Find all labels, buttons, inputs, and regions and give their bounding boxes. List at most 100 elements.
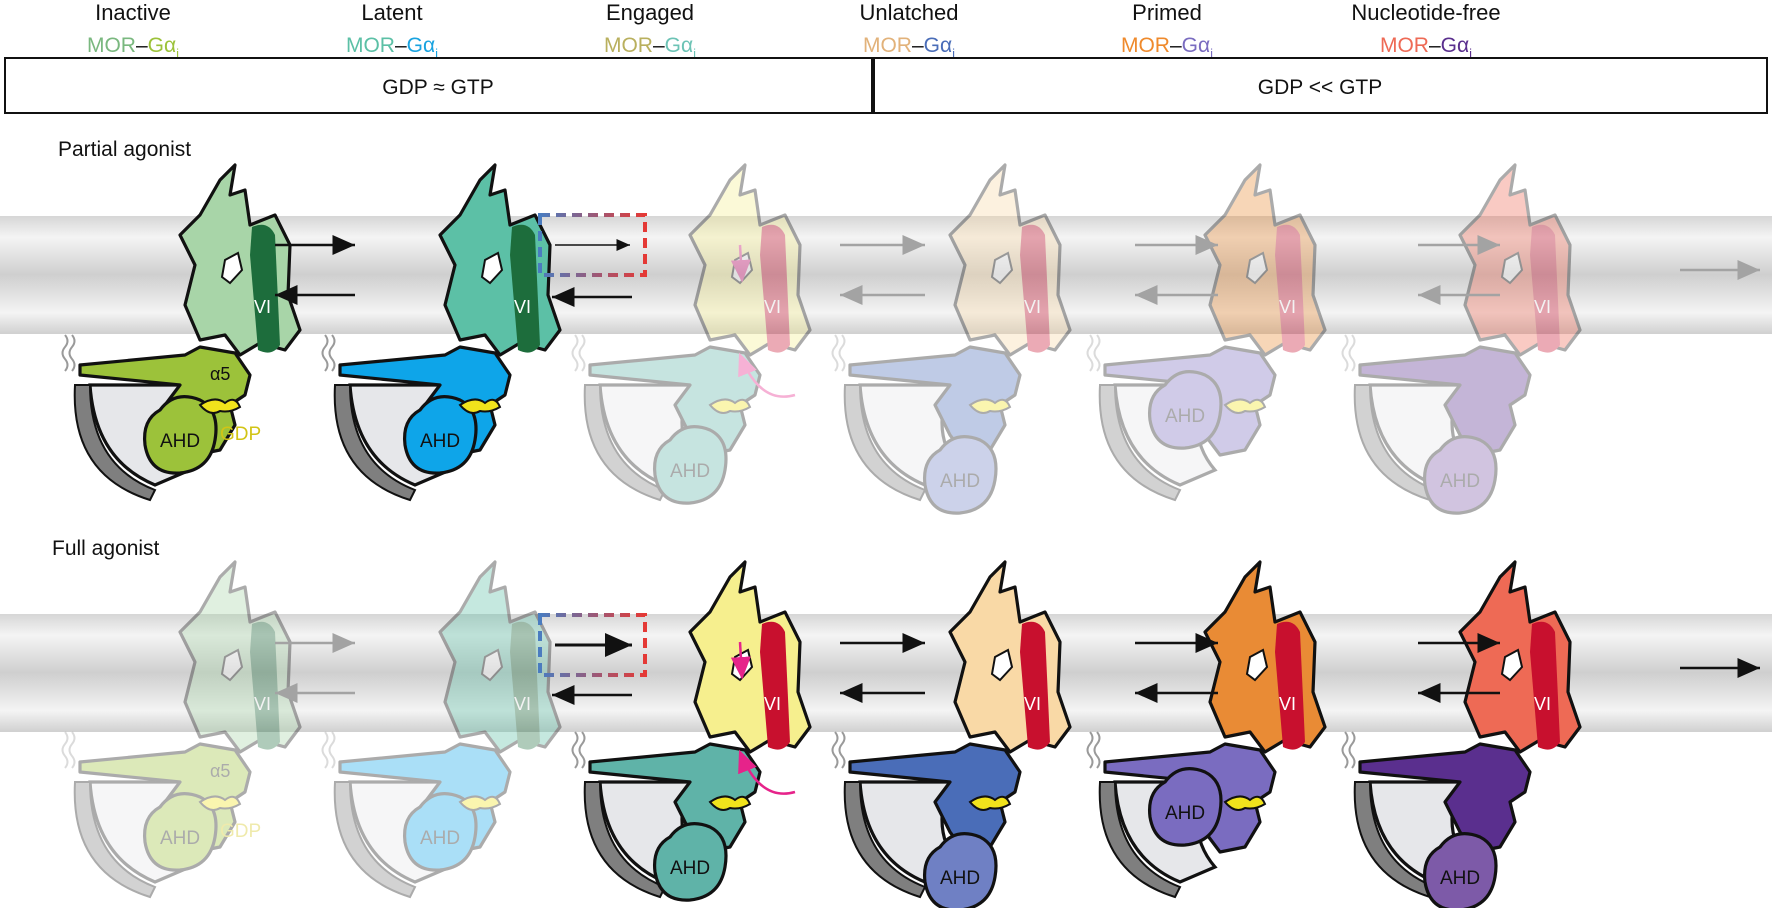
receptor-mor xyxy=(948,163,1072,357)
lipid-anchor xyxy=(838,334,846,372)
ligand-pocket xyxy=(1500,648,1524,682)
ahd-label: AHD xyxy=(420,828,460,849)
ligand-pocket xyxy=(220,648,244,682)
nucleotide-box-left-label: GDP ≈ GTP xyxy=(382,76,494,99)
receptor-mor xyxy=(178,560,302,754)
alpha-helical-domain xyxy=(402,792,478,872)
dash-label: – xyxy=(1170,34,1182,57)
g-beta-shell xyxy=(73,781,157,899)
alpha-helical-domain xyxy=(922,832,998,912)
g-beta-shell xyxy=(843,781,927,899)
state-name: Engaged xyxy=(606,0,694,25)
mor-label: MOR xyxy=(1380,34,1429,57)
ahd-label: AHD xyxy=(1165,406,1205,427)
tm6-label: VI xyxy=(1279,297,1296,317)
ligand-pocket xyxy=(1245,251,1269,285)
g-beta-shell xyxy=(583,384,667,502)
ahd-label: AHD xyxy=(670,858,710,879)
g-beta-gamma xyxy=(1368,383,1473,487)
gdp-molecule xyxy=(1223,795,1267,811)
mor-label: MOR xyxy=(604,34,653,57)
alpha-helical-domain xyxy=(922,435,998,515)
tm6-label: VI xyxy=(514,297,531,317)
state-name: Unlatched xyxy=(859,0,958,25)
state-name: Nucleotide-free xyxy=(1351,0,1500,25)
lipid-anchor xyxy=(328,731,336,769)
ga-subscript: i xyxy=(176,46,179,61)
g-beta-gamma xyxy=(858,383,963,487)
tm6-label: VI xyxy=(254,297,271,317)
gdp-label: GDP xyxy=(220,821,261,842)
ga-ras-domain xyxy=(1103,345,1277,457)
alpha-helical-domain xyxy=(652,822,728,902)
alpha-helical-domain xyxy=(142,395,218,475)
tm6-helix xyxy=(1020,224,1050,353)
lipid-anchor xyxy=(571,731,579,769)
mor-label: MOR xyxy=(1121,34,1170,57)
tm6-label: VI xyxy=(764,694,781,714)
lipid-anchor xyxy=(1093,334,1101,372)
alpha-helical-domain xyxy=(652,425,728,505)
tm6-label: VI xyxy=(1279,694,1296,714)
ahd-label: AHD xyxy=(160,828,200,849)
lipid-anchor xyxy=(578,334,586,372)
ahd-label: AHD xyxy=(1440,471,1480,492)
complex-label: MOR–Gαi xyxy=(1121,34,1213,61)
receptor-mor xyxy=(1458,163,1582,357)
gdp-molecule xyxy=(458,795,502,811)
tm6-helix xyxy=(510,621,540,750)
ga-subscript: i xyxy=(1469,46,1472,61)
lipid-anchor xyxy=(68,334,76,372)
receptor-mor xyxy=(1203,163,1327,357)
ligand-pocket xyxy=(990,648,1014,682)
state-header: InactiveMOR–GαiLatentMOR–GαiEngagedMOR–G… xyxy=(87,0,1501,61)
ga-ras-domain xyxy=(1358,345,1532,457)
lipid-anchor xyxy=(838,731,846,769)
ga-ras-domain xyxy=(588,345,762,457)
complex-engaged: VI AHD xyxy=(571,560,812,902)
ligand-pocket xyxy=(480,648,504,682)
tm6-label: VI xyxy=(254,694,271,714)
dash-label: – xyxy=(1429,34,1441,57)
lipid-anchor xyxy=(61,334,69,372)
state-name: Primed xyxy=(1132,0,1202,25)
ligand-pocket xyxy=(990,251,1014,285)
receptor-mor xyxy=(438,560,562,754)
lipid-anchor xyxy=(1093,731,1101,769)
ga-label: Gα xyxy=(1182,34,1210,57)
lipid-anchor xyxy=(1341,334,1349,372)
state-name: Latent xyxy=(361,0,422,25)
tm6-label: VI xyxy=(514,694,531,714)
ligand-pocket xyxy=(480,251,504,285)
complex-label: MOR–Gαi xyxy=(87,34,179,61)
ga-ras-domain xyxy=(848,742,1022,854)
alpha-helical-domain xyxy=(1147,767,1223,847)
transition-gate-bottom xyxy=(538,613,647,677)
motion-arrow xyxy=(738,352,796,398)
dash-label: – xyxy=(136,34,148,57)
tm6-helix xyxy=(1275,224,1305,353)
ahd-label: AHD xyxy=(1440,868,1480,889)
lipid-anchor xyxy=(578,731,586,769)
lipid-anchor xyxy=(328,334,336,372)
alpha-helical-domain xyxy=(1422,435,1498,515)
ligand-pocket xyxy=(1500,251,1524,285)
ga-label: Gα xyxy=(148,34,176,57)
ahd-label: AHD xyxy=(940,471,980,492)
transition-gate-top xyxy=(538,213,647,277)
lipid-anchor xyxy=(1341,731,1349,769)
row-label-partial-agonist: Partial agonist xyxy=(58,138,191,161)
motion-arrow xyxy=(738,749,796,795)
ga-ras-domain xyxy=(338,742,512,854)
ga-label: Gα xyxy=(1441,34,1469,57)
g-beta-gamma xyxy=(88,780,193,884)
nucleotide-box-right xyxy=(873,57,1768,114)
